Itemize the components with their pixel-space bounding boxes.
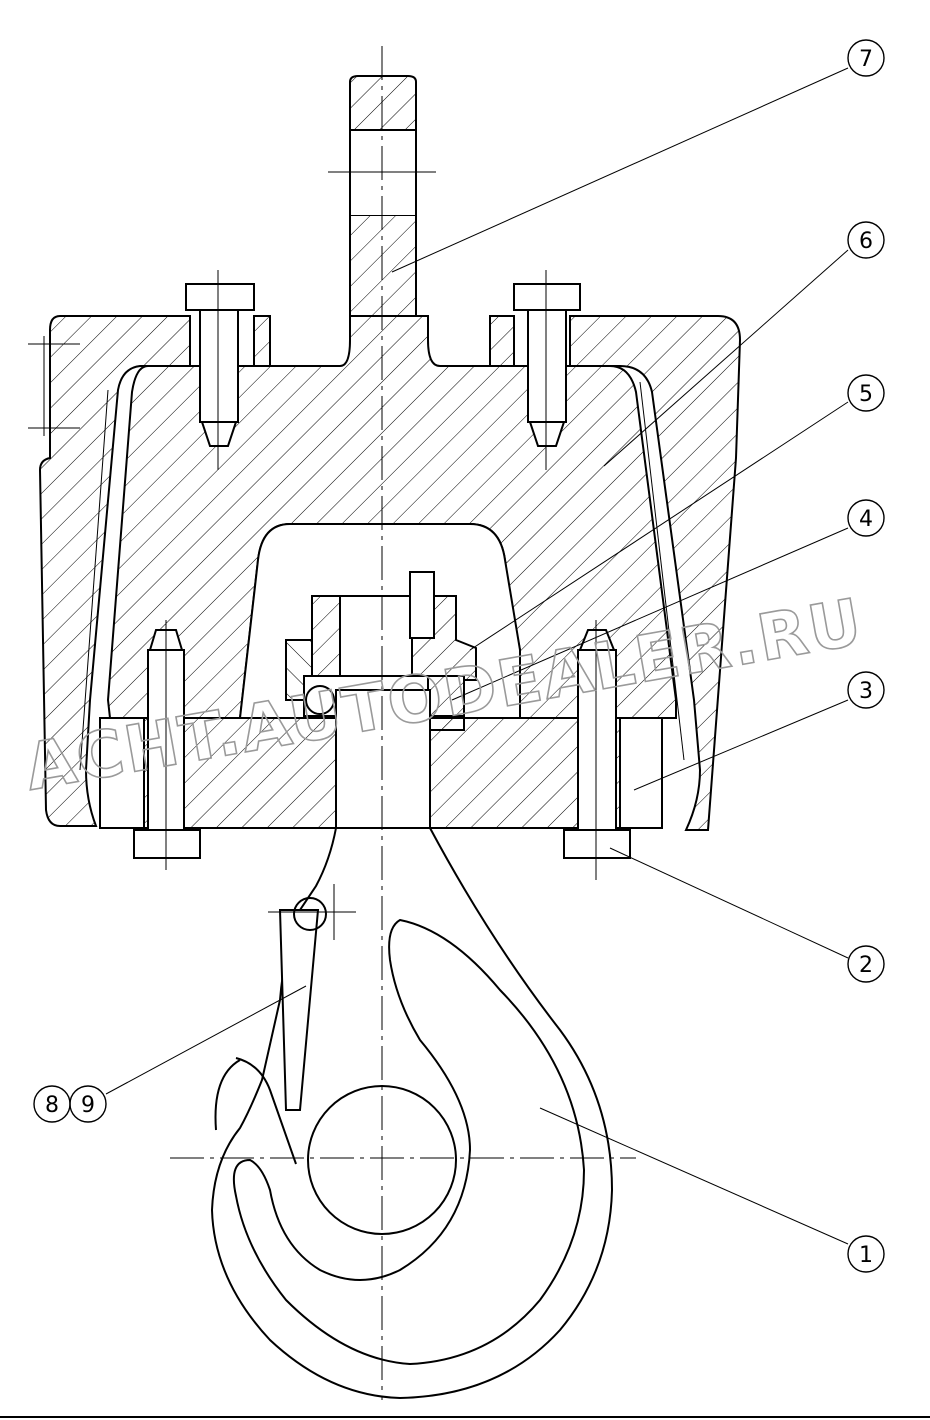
svg-text:5: 5 — [859, 382, 873, 407]
svg-text:7: 7 — [859, 47, 873, 72]
leader-lines — [105, 67, 849, 1245]
callout-4: 4 — [847, 499, 885, 537]
svg-text:6: 6 — [859, 229, 873, 254]
svg-text:2: 2 — [859, 953, 873, 978]
top-bolts — [185, 283, 581, 447]
lifting-eye — [349, 75, 417, 317]
svg-text:1: 1 — [859, 1243, 873, 1268]
callout-3: 3 — [847, 671, 885, 709]
svg-text:4: 4 — [859, 507, 873, 532]
callout-7: 7 — [847, 39, 885, 77]
callout-2: 2 — [847, 945, 885, 983]
svg-text:8: 8 — [45, 1093, 59, 1118]
callout-5: 5 — [847, 374, 885, 412]
center-lines — [28, 46, 636, 1400]
bearing-assembly — [285, 571, 477, 731]
cover-housing — [38, 315, 742, 831]
callout-1: 1 — [847, 1235, 885, 1273]
svg-text:3: 3 — [859, 679, 873, 704]
bottom-border — [0, 1416, 930, 1418]
callout-6: 6 — [847, 221, 885, 259]
hook — [210, 689, 614, 1400]
callout-8: 8 — [33, 1085, 71, 1123]
svg-text:9: 9 — [81, 1093, 95, 1118]
callout-9: 9 — [69, 1085, 107, 1123]
